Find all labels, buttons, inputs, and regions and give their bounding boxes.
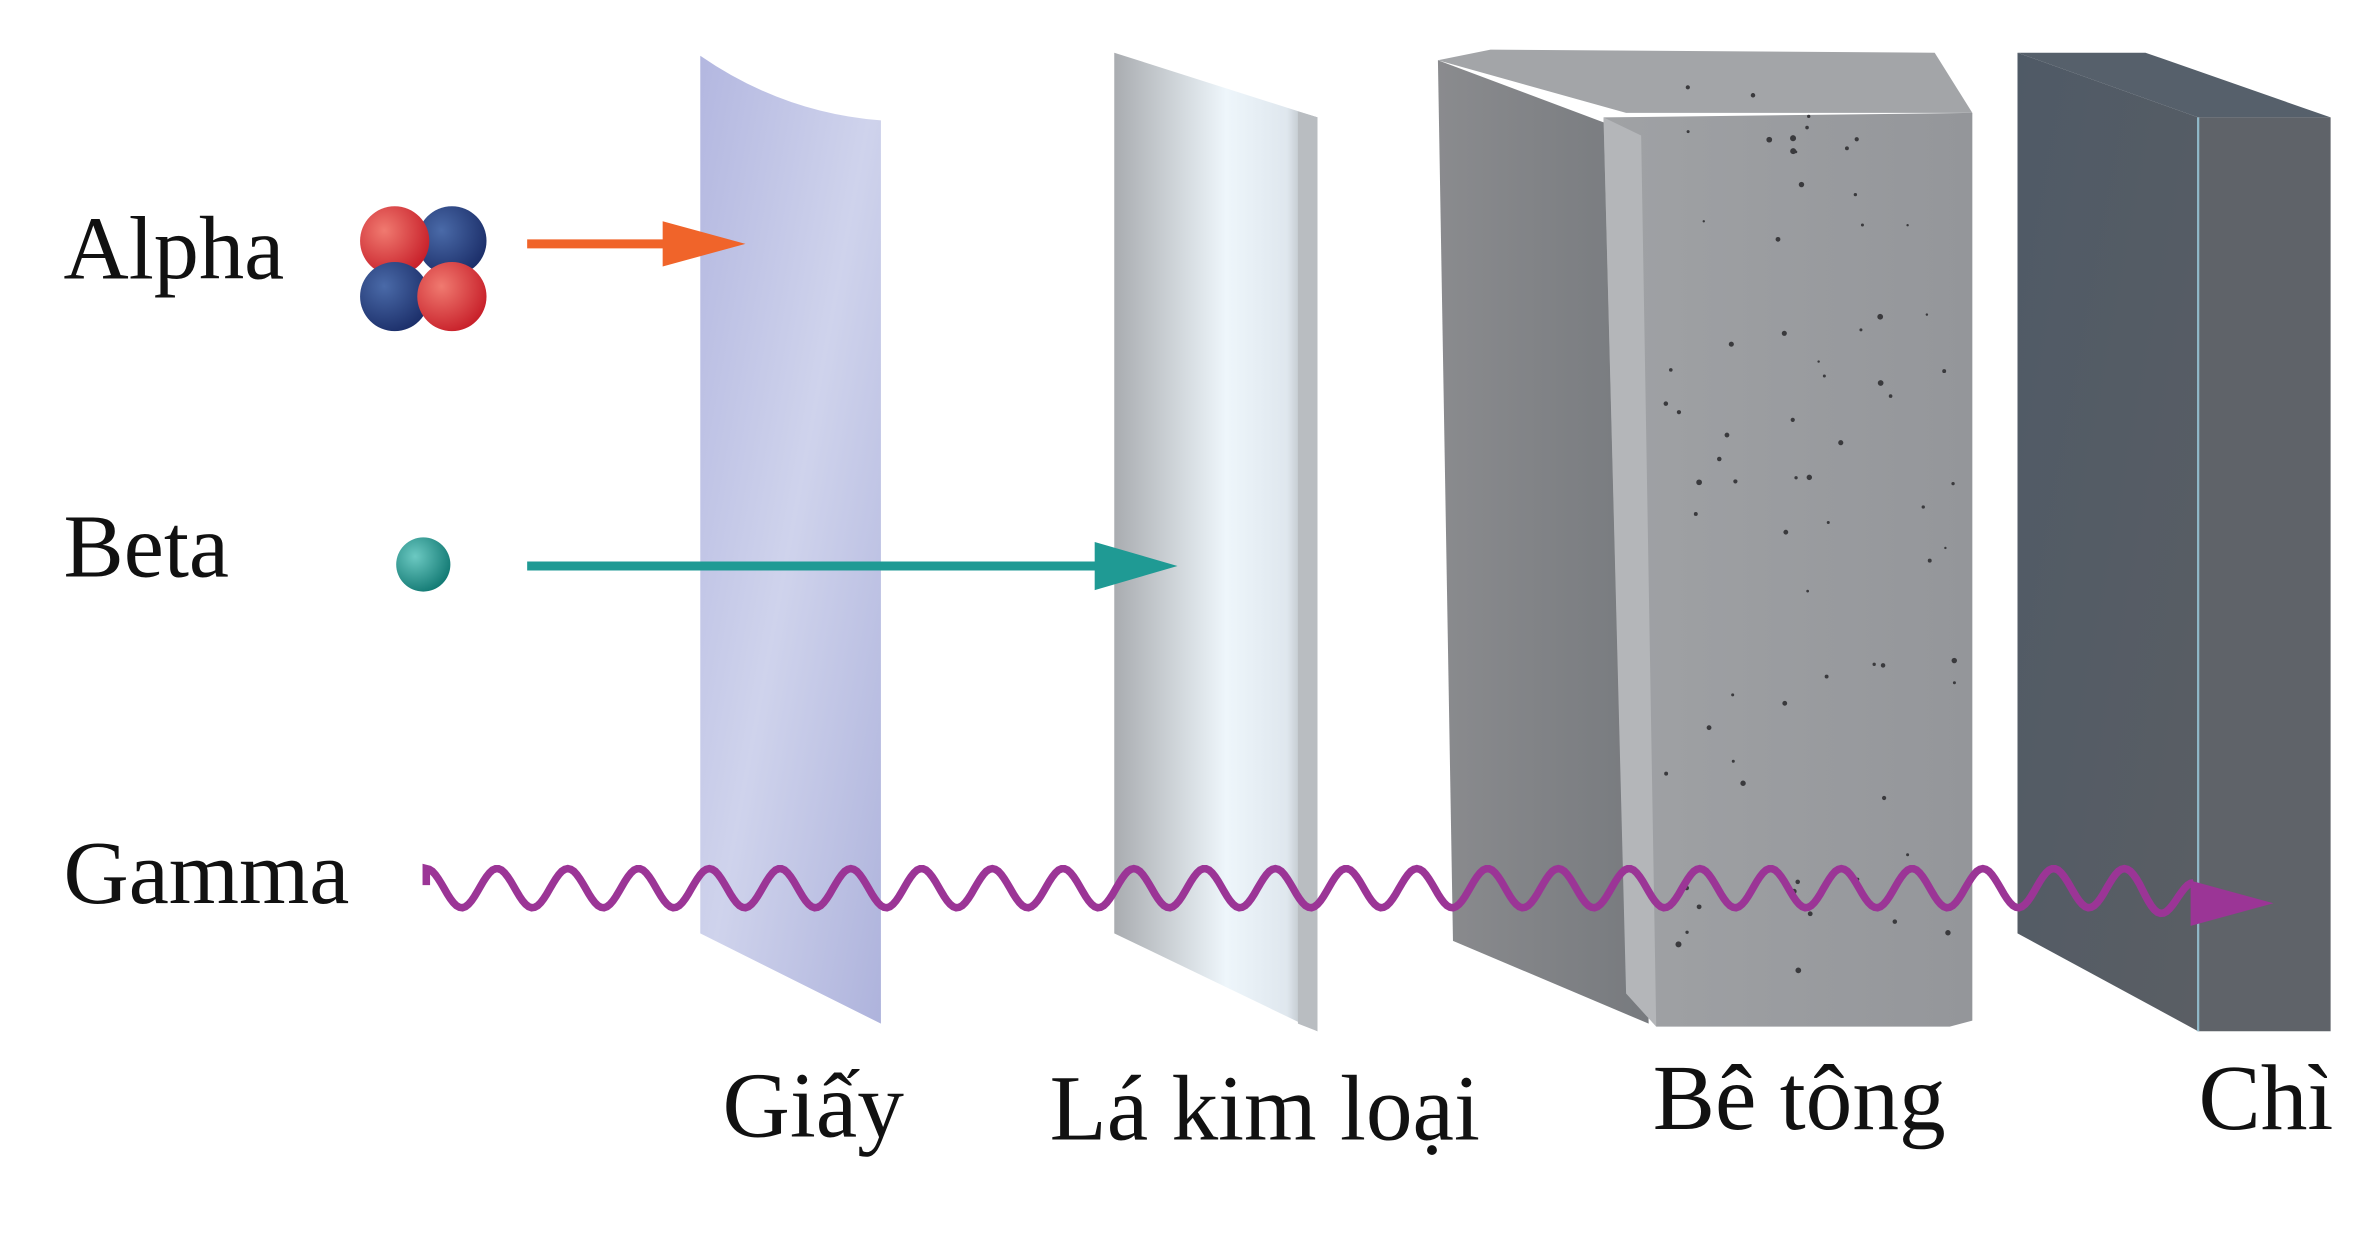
concrete-speck: [1731, 693, 1735, 697]
concrete-speck: [1927, 558, 1932, 563]
concrete-speck: [1838, 440, 1844, 446]
concrete-speck: [1952, 681, 1956, 685]
concrete-speck: [1728, 341, 1734, 347]
barrier-label-lead: Chì: [2198, 1047, 2333, 1150]
concrete-speck: [1696, 479, 1702, 486]
beta-arrow: [527, 541, 1178, 591]
concrete-speck: [1854, 137, 1859, 142]
beta-label: Beta: [64, 497, 230, 597]
concrete-speck: [1806, 589, 1809, 593]
concrete-speck: [1795, 879, 1800, 885]
concrete-speck: [1817, 360, 1820, 363]
concrete-speck: [1766, 136, 1773, 143]
lead-barrier: [2017, 52, 2331, 1032]
concrete-speck: [1877, 380, 1884, 386]
concrete-speck: [1826, 521, 1830, 525]
concrete-speck: [1790, 417, 1795, 422]
concrete-speck: [1822, 374, 1826, 378]
concrete-speck: [1880, 663, 1886, 668]
concrete-speck: [1685, 85, 1690, 90]
gamma-label: Gamma: [64, 823, 350, 923]
alpha-arrow: [527, 221, 746, 267]
concrete-speck: [1675, 941, 1682, 948]
concrete-speck: [1668, 368, 1673, 372]
concrete-speck: [1781, 330, 1787, 336]
concrete-speck: [1706, 725, 1712, 731]
concrete-speck: [1664, 771, 1669, 776]
concrete-speck: [1795, 967, 1802, 974]
concrete-speck: [1906, 853, 1910, 857]
paper-barrier: [700, 55, 881, 1024]
concrete-speck: [1731, 759, 1735, 763]
beta-particle-icon: [396, 537, 451, 592]
concrete-speck: [1717, 456, 1722, 462]
concrete-speck: [1859, 328, 1863, 332]
concrete-speck: [1775, 236, 1781, 242]
concrete-speck: [1942, 369, 1947, 374]
concrete-speck: [1921, 505, 1925, 509]
barrier-label-metal-foil: Lá kim loại: [1050, 1058, 1480, 1161]
concrete-speck: [1872, 662, 1876, 666]
concrete-speck: [1805, 125, 1809, 130]
concrete-speck: [1702, 220, 1705, 223]
concrete-speck: [1860, 223, 1864, 227]
concrete-speck: [1676, 410, 1682, 415]
concrete-speck: [1782, 700, 1788, 706]
concrete-speck: [1906, 224, 1909, 227]
barrier-label-paper: Giấy: [722, 1055, 904, 1158]
concrete-speck: [1740, 780, 1746, 786]
concrete-speck: [1693, 511, 1698, 516]
concrete-speck: [1696, 904, 1702, 910]
barrier-label-concrete: Bê tông: [1653, 1047, 1946, 1150]
concrete-speck: [1733, 479, 1738, 484]
alpha-label: Alpha: [64, 198, 285, 298]
concrete-speck: [1824, 674, 1829, 679]
concrete-speck: [1945, 930, 1951, 936]
gamma-wave-arrow: [422, 863, 2274, 926]
concrete-specks: [1663, 85, 1957, 974]
alpha-particle-icon: [360, 206, 487, 332]
concrete-speck: [1790, 135, 1797, 142]
concrete-speck: [1882, 795, 1887, 801]
concrete-speck: [1663, 401, 1669, 406]
concrete-speck: [1750, 93, 1756, 98]
concrete-speck: [1790, 148, 1797, 155]
concrete-speck: [1853, 192, 1858, 197]
concrete-speck: [1951, 482, 1955, 486]
concrete-speck: [1944, 546, 1947, 550]
concrete-speck: [1951, 657, 1957, 664]
concrete-speck: [1798, 181, 1805, 188]
concrete-barrier: [1437, 49, 1973, 1027]
concrete-speck: [1877, 313, 1884, 320]
concrete-speck: [1925, 313, 1929, 316]
concrete-speck: [1892, 919, 1898, 924]
concrete-speck: [1807, 114, 1811, 119]
concrete-speck: [1888, 394, 1893, 398]
concrete-speck: [1807, 911, 1813, 917]
concrete-speck: [1724, 432, 1730, 438]
concrete-speck: [1686, 130, 1690, 134]
metal-foil-barrier: [1114, 52, 1318, 1032]
concrete-speck: [1685, 930, 1689, 934]
concrete-speck: [1794, 476, 1798, 480]
concrete-speck: [1783, 529, 1789, 535]
concrete-speck: [1806, 474, 1813, 481]
concrete-speck: [1844, 146, 1849, 151]
